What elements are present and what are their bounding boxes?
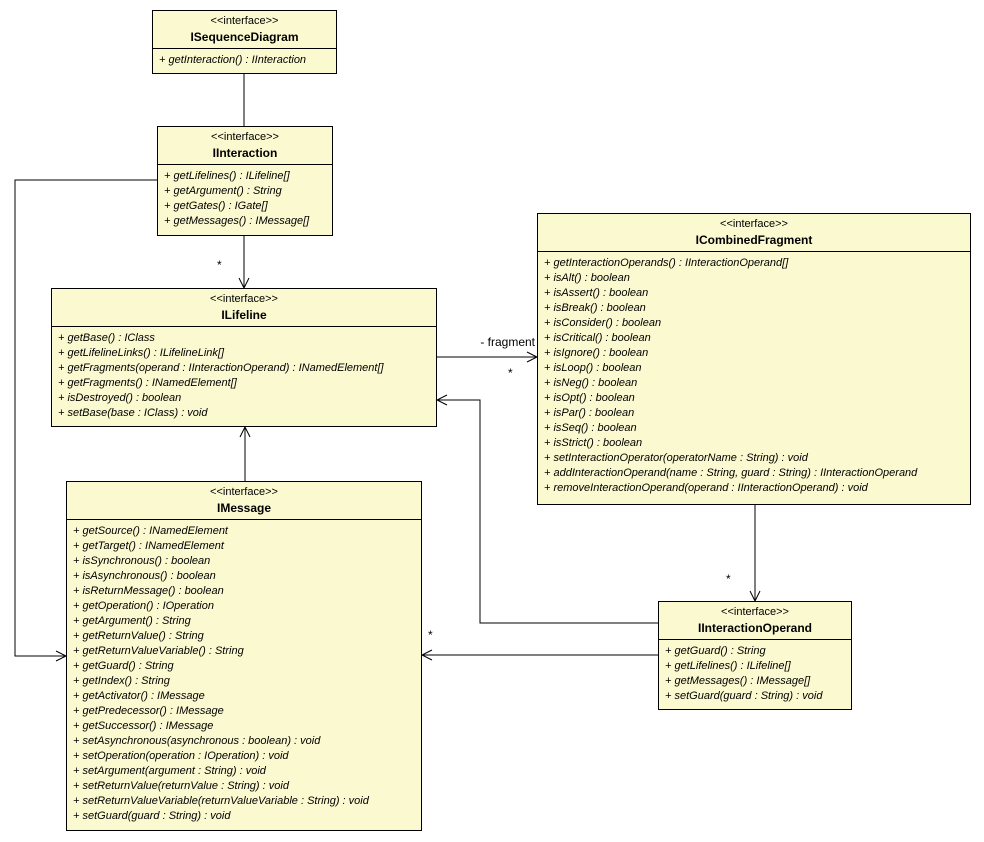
method: + getBase() : IClass bbox=[58, 332, 155, 344]
class-box-iinteraction[interactable]: <<interface>> IInteraction + getLifeline… bbox=[157, 126, 333, 236]
method: + getFragments() : INamedElement[] bbox=[58, 377, 237, 389]
method: + isOpt() : boolean bbox=[544, 392, 635, 404]
method-list: + getBase() : IClass + getLifelineLinks()… bbox=[52, 327, 436, 426]
class-name: IMessage bbox=[216, 501, 272, 515]
method: + isReturnMessage() : boolean bbox=[73, 585, 224, 597]
class-box-ilifeline[interactable]: <<interface>> ILifeline + getBase() : IC… bbox=[51, 288, 437, 427]
class-name: ILifeline bbox=[221, 308, 267, 322]
class-header: <<interface>> IMessage bbox=[67, 482, 421, 520]
method: + isAsynchronous() : boolean bbox=[73, 570, 216, 582]
method: + isCritical() : boolean bbox=[544, 332, 651, 344]
method: + getFragments(operand : IInteractionOpe… bbox=[58, 362, 384, 374]
multiplicity-lifeline-fragment[interactable]: * bbox=[508, 366, 513, 380]
method: + isSeq() : boolean bbox=[544, 422, 637, 434]
method: + setInteractionOperator(operatorName : … bbox=[544, 452, 808, 464]
class-header: <<interface>> ICombinedFragment bbox=[538, 214, 970, 252]
method: + getReturnValue() : String bbox=[73, 630, 204, 642]
method: + setGuard(guard : String) : void bbox=[73, 810, 231, 822]
class-header: <<interface>> IInteraction bbox=[158, 127, 332, 165]
stereotype-label: <<interface>> bbox=[210, 293, 278, 305]
class-header: <<interface>> ILifeline bbox=[52, 289, 436, 327]
method: + getInteraction() : IInteraction bbox=[159, 54, 307, 66]
method: + isConsider() : boolean bbox=[544, 317, 662, 329]
method: + isLoop() : boolean bbox=[544, 362, 642, 374]
method: + getActivator() : IMessage bbox=[73, 690, 205, 702]
method: + getPredecessor() : IMessage bbox=[73, 705, 224, 717]
class-box-imessage[interactable]: <<interface>> IMessage + getSource() : I… bbox=[66, 481, 422, 831]
class-box-iinteractionoperand[interactable]: <<interface>> IInteractionOperand + getG… bbox=[658, 601, 852, 710]
method: + isPar() : boolean bbox=[544, 407, 635, 419]
method: + removeInteractionOperand(operand : IIn… bbox=[544, 482, 868, 494]
method: + isStrict() : boolean bbox=[544, 437, 643, 449]
method: + addInteractionOperand(name : String, g… bbox=[544, 467, 918, 479]
method: + setBase(base : IClass) : void bbox=[58, 407, 208, 419]
class-name: ISequenceDiagram bbox=[190, 30, 299, 44]
method: + getGuard() : String bbox=[665, 645, 766, 657]
method: + isAssert() : boolean bbox=[544, 287, 649, 299]
method: + getIndex() : String bbox=[73, 675, 170, 687]
class-header: <<interface>> ISequenceDiagram bbox=[153, 11, 336, 49]
stereotype-label: <<interface>> bbox=[720, 218, 788, 230]
method-list: + getSource() : INamedElement + getTarget… bbox=[67, 520, 421, 830]
multiplicity-fragment-operand[interactable]: * bbox=[726, 572, 731, 586]
method: + setArgument(argument : String) : void bbox=[73, 765, 266, 777]
stereotype-label: <<interface>> bbox=[210, 486, 278, 498]
edge-interactionoperand-lifeline[interactable] bbox=[435, 394, 658, 624]
role-label-fragment[interactable]: - fragment bbox=[480, 335, 535, 349]
method: + setReturnValue(returnValue : String) :… bbox=[73, 780, 289, 792]
method: + getTarget() : INamedElement bbox=[73, 540, 224, 552]
method: + isNeg() : boolean bbox=[544, 377, 638, 389]
method: + getSuccessor() : IMessage bbox=[73, 720, 214, 732]
method: + isSynchronous() : boolean bbox=[73, 555, 211, 567]
method: + getMessages() : IMessage[] bbox=[665, 675, 811, 687]
class-name: ICombinedFragment bbox=[695, 233, 813, 247]
method: + setGuard(guard : String) : void bbox=[665, 690, 823, 702]
method: + isBreak() : boolean bbox=[544, 302, 646, 314]
multiplicity-interaction-lifeline[interactable]: * bbox=[217, 258, 222, 272]
method-list: + getLifelines() : ILifeline[] + getArgum… bbox=[158, 165, 332, 235]
multiplicity-operand-message[interactable]: * bbox=[428, 628, 433, 642]
method: + getMessages() : IMessage[] bbox=[164, 215, 310, 227]
method-list: + getInteraction() : IInteraction bbox=[153, 49, 336, 73]
stereotype-label: <<interface>> bbox=[211, 131, 279, 143]
method-list: + getInteractionOperands() : IInteractio… bbox=[538, 252, 970, 504]
method: + isIgnore() : boolean bbox=[544, 347, 649, 359]
method: + getOperation() : IOperation bbox=[73, 600, 214, 612]
class-header: <<interface>> IInteractionOperand bbox=[659, 602, 851, 640]
class-name: IInteraction bbox=[212, 146, 278, 160]
method: + getReturnValueVariable() : String bbox=[73, 645, 244, 657]
method: + setOperation(operation : IOperation) :… bbox=[73, 750, 289, 762]
method: + setAsynchronous(asynchronous : boolean… bbox=[73, 735, 321, 747]
method: + getLifelineLinks() : ILifelineLink[] bbox=[58, 347, 225, 359]
method: + getGates() : IGate[] bbox=[164, 200, 268, 212]
method: + getGuard() : String bbox=[73, 660, 174, 672]
method: + getSource() : INamedElement bbox=[73, 525, 228, 537]
method: + isAlt() : boolean bbox=[544, 272, 630, 284]
class-name: IInteractionOperand bbox=[697, 621, 813, 635]
edge-interaction-message[interactable] bbox=[14, 179, 157, 662]
method: + getLifelines() : ILifeline[] bbox=[164, 170, 290, 182]
method: + isDestroyed() : boolean bbox=[58, 392, 182, 404]
method-list: + getGuard() : String + getLifelines() : … bbox=[659, 640, 851, 709]
method: + getLifelines() : ILifeline[] bbox=[665, 660, 791, 672]
method: + getInteractionOperands() : IInteractio… bbox=[544, 257, 789, 269]
method: + setReturnValueVariable(returnValueVari… bbox=[73, 795, 369, 807]
stereotype-label: <<interface>> bbox=[210, 15, 279, 27]
stereotype-label: <<interface>> bbox=[721, 606, 789, 618]
class-box-isequencediagram[interactable]: <<interface>> ISequenceDiagram + getInte… bbox=[152, 10, 337, 74]
method: + getArgument() : String bbox=[164, 185, 282, 197]
class-box-icombinedfragment[interactable]: <<interface>> ICombinedFragment + getInt… bbox=[537, 213, 971, 505]
method: + getArgument() : String bbox=[73, 615, 191, 627]
